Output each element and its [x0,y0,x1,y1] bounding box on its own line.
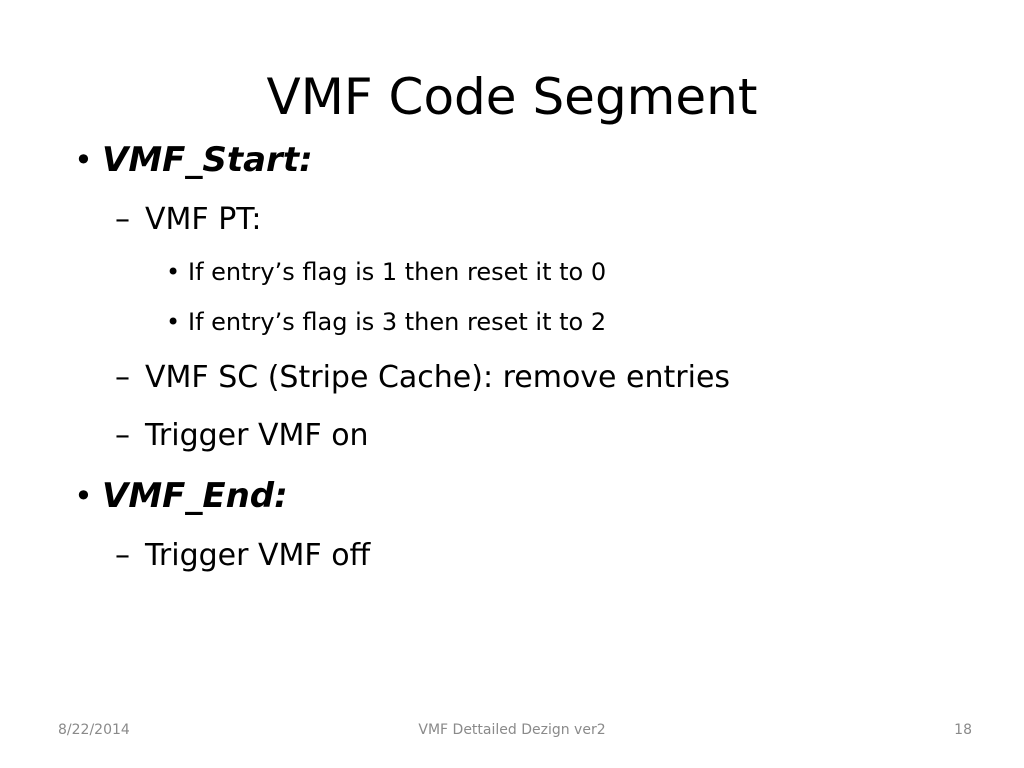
sub-sub-bullet: •If entry’s flag is 3 then reset it to 2 [166,308,606,336]
bullet-marker: • [74,141,93,179]
slide-title: VMF Code Segment [266,68,758,126]
bullet-marker: • [166,258,181,286]
bullet-label: VMF_Start: [102,140,313,180]
dash-marker: – [115,360,130,395]
footer-title: VMF Dettailed Dezign ver2 [418,722,606,738]
sub-sub-bullet: •If entry’s flag is 1 then reset it to 0 [166,258,606,286]
slide-number: 18 [954,722,972,738]
dash-marker: – [115,202,130,237]
bullet-vmf-end: •VMF_End: [60,476,288,516]
bullet-label: VMF_End: [102,476,288,516]
sub-sub-bullet-label: If entry’s flag is 1 then reset it to 0 [188,258,607,286]
sub-sub-bullet-label: If entry’s flag is 3 then reset it to 2 [188,308,607,336]
dash-marker: – [115,538,130,573]
sub-bullet-label: VMF PT: [145,202,262,237]
sub-bullet-vmf-sc: –VMF SC (Stripe Cache): remove entries [115,360,730,395]
sub-bullet-label: Trigger VMF on [145,418,369,453]
sub-bullet-label: Trigger VMF off [145,538,371,573]
bullet-marker: • [166,308,181,336]
sub-bullet-vmf-pt: –VMF PT: [115,202,261,237]
sub-bullet-label: VMF SC (Stripe Cache): remove entries [145,360,731,395]
sub-bullet-trigger-on: –Trigger VMF on [115,418,369,453]
footer-date: 8/22/2014 [58,722,130,738]
bullet-vmf-start: •VMF_Start: [60,140,313,180]
dash-marker: – [115,418,130,453]
bullet-marker: • [74,477,93,515]
sub-bullet-trigger-off: –Trigger VMF off [115,538,370,573]
